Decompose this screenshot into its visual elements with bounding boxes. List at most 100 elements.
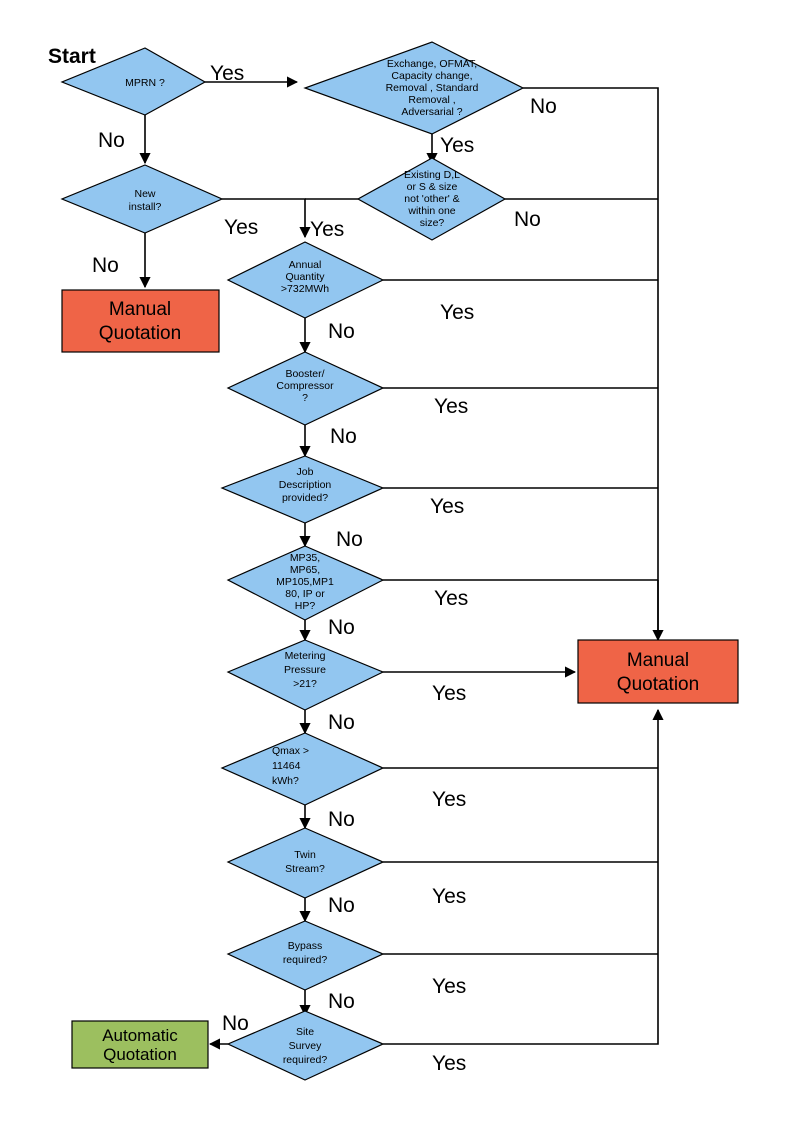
edge-sitesurvey-yes [383, 708, 664, 1045]
decision-exchange-line-4: Adversarial ? [401, 106, 462, 118]
decision-sitesurvey-line-0: Site [296, 1026, 314, 1038]
decision-mprn-shape[interactable] [60, 47, 207, 116]
decision-existing-dls-line-0: Existing D,L [404, 169, 460, 181]
decision-exchange-line-0: Exchange, OFMAT, [387, 58, 477, 70]
decision-mp-rating[interactable]: MP35, MP65, MP105,MP1 80, IP or HP? [226, 545, 385, 621]
decision-exchange-line-1: Capacity change, [391, 70, 472, 82]
label-annual-quantity-no: No [328, 320, 355, 343]
terminal-automatic-quotation-box[interactable] [71, 1020, 209, 1069]
decision-mp-rating-shape[interactable] [226, 545, 385, 621]
terminal-manual-quotation-right-line-0: Manual [627, 650, 689, 671]
decision-booster-compressor[interactable]: Booster/ Compressor ? [226, 351, 385, 426]
terminal-manual-quotation-left-box[interactable] [61, 289, 220, 353]
terminal-manual-quotation-left[interactable]: Manual Quotation [61, 289, 220, 353]
label-sitesurvey-yes: Yes [432, 1052, 466, 1075]
label-qmax-yes: Yes [432, 788, 466, 811]
decision-job-description[interactable]: Job Description provided? [220, 455, 385, 524]
label-annual-quantity-yes: Yes [440, 301, 474, 324]
decision-existing-dls-line-4: size? [420, 217, 445, 229]
decision-qmax[interactable]: Qmax > 11464 kWh? [220, 732, 385, 806]
label-mprn-no: No [98, 129, 125, 152]
decision-job-description-shape[interactable] [220, 455, 385, 524]
decision-existing-dls-line-2: not 'other' & [404, 193, 459, 205]
label-mprating-yes: Yes [434, 587, 468, 610]
label-existing-dls-no: No [514, 208, 541, 231]
decision-booster-line-1: Compressor [276, 380, 334, 392]
decision-bypass[interactable]: Bypass required? [226, 920, 385, 991]
decision-exchange[interactable]: Exchange, OFMAT, Capacity change, Remova… [303, 41, 525, 135]
start-label: Start [48, 45, 96, 68]
decision-twin-stream-shape[interactable] [226, 827, 385, 899]
decision-site-survey-shape[interactable] [226, 1010, 385, 1081]
decision-bypass-line-1: required? [283, 954, 328, 966]
terminal-manual-quotation-right-line-1: Quotation [617, 674, 699, 695]
decision-annual-quantity-line-1: Quantity [285, 271, 325, 283]
decision-exchange-line-3: Removal , [408, 94, 455, 106]
decision-metering-pressure-shape[interactable] [226, 639, 385, 711]
decision-annual-quantity-shape[interactable] [226, 241, 385, 319]
decision-metering-pressure[interactable]: Metering Pressure >21? [226, 639, 385, 711]
decision-jobdesc-line-1: Description [279, 479, 332, 491]
label-new-install-no: No [92, 254, 119, 277]
terminal-automatic-quotation[interactable]: Automatic Quotation [71, 1020, 209, 1069]
decision-bypass-shape[interactable] [226, 920, 385, 991]
label-metering-yes: Yes [432, 682, 466, 705]
decision-metering-line-0: Metering [285, 650, 326, 662]
label-existing-dls-yes: Yes [310, 218, 344, 241]
decision-mprating-line-3: 80, IP or [285, 588, 325, 600]
decision-new-install-line-0: New [134, 188, 155, 200]
decision-mprating-line-4: HP? [295, 600, 316, 612]
edges-layer [139, 76, 664, 1050]
decision-existing-dls[interactable]: Existing D,L or S & size not 'other' & w… [356, 157, 507, 241]
decision-annual-quantity-line-0: Annual [289, 259, 322, 271]
terminal-automatic-quotation-line-0: Automatic [102, 1026, 178, 1045]
label-mprating-no: No [328, 616, 355, 639]
label-booster-yes: Yes [434, 395, 468, 418]
decision-jobdesc-line-2: provided? [282, 492, 328, 504]
decision-metering-line-1: Pressure [284, 664, 326, 676]
terminal-manual-quotation-left-line-1: Quotation [99, 323, 181, 344]
label-sitesurvey-no: No [222, 1012, 249, 1035]
decision-jobdesc-line-0: Job [297, 466, 314, 478]
decision-exchange-line-2: Removal , Standard [386, 82, 479, 94]
edge-exchange-no [523, 87, 664, 642]
label-exchange-no: No [530, 95, 557, 118]
label-metering-no: No [328, 711, 355, 734]
label-mprn-yes: Yes [210, 62, 244, 85]
decision-booster-compressor-shape[interactable] [226, 351, 385, 426]
decision-existing-dls-shape[interactable] [356, 157, 507, 241]
decision-qmax-line-0: Qmax > [272, 745, 309, 757]
decision-booster-line-2: ? [302, 392, 308, 404]
decision-mprn-line-0: MPRN ? [125, 77, 165, 89]
terminal-manual-quotation-left-line-0: Manual [109, 299, 171, 320]
label-new-install-yes: Yes [224, 216, 258, 239]
decision-new-install-shape[interactable] [60, 164, 224, 234]
terminal-manual-quotation-right-box[interactable] [577, 639, 739, 704]
decision-exchange-shape[interactable] [303, 41, 525, 135]
decision-twin-stream[interactable]: Twin Stream? [226, 827, 385, 899]
decision-mprating-line-0: MP35, [290, 552, 320, 564]
decision-sitesurvey-line-2: required? [283, 1054, 328, 1066]
terminal-automatic-quotation-line-1: Quotation [103, 1045, 177, 1064]
decision-sitesurvey-line-1: Survey [289, 1040, 322, 1052]
label-twin-yes: Yes [432, 885, 466, 908]
decision-new-install-line-1: install? [129, 201, 162, 213]
label-twin-no: No [328, 894, 355, 917]
decision-annual-quantity[interactable]: Annual Quantity >732MWh [226, 241, 385, 319]
decision-booster-line-0: Booster/ [285, 368, 324, 380]
label-jobdesc-no: No [336, 528, 363, 551]
decision-mprn[interactable]: MPRN ? [60, 47, 207, 116]
decision-new-install[interactable]: New install? [60, 164, 224, 234]
decision-existing-dls-line-1: or S & size [407, 181, 458, 193]
decision-qmax-shape[interactable] [220, 732, 385, 806]
label-jobdesc-yes: Yes [430, 495, 464, 518]
decision-existing-dls-line-3: within one [407, 205, 455, 217]
decision-mprating-line-2: MP105,MP1 [276, 576, 334, 588]
decision-bypass-line-0: Bypass [288, 940, 322, 952]
label-exchange-yes: Yes [440, 134, 474, 157]
terminal-manual-quotation-right[interactable]: Manual Quotation [577, 639, 739, 704]
decision-qmax-line-1: 11464 [272, 760, 301, 772]
decision-site-survey[interactable]: Site Survey required? [226, 1010, 385, 1081]
